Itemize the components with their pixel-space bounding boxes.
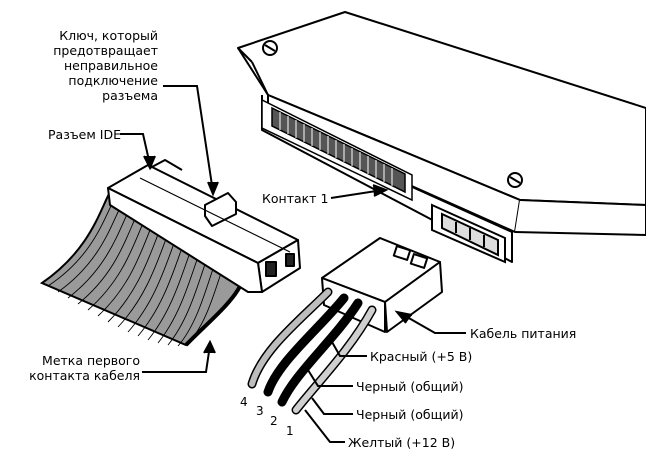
wire-number-3: 3 [256, 404, 264, 418]
wire-number-2: 2 [270, 414, 278, 428]
power-wires [247, 287, 377, 415]
drive-ide-header [261, 98, 413, 202]
key-label-line-1: Ключ, который [59, 28, 158, 43]
leader-lines [120, 85, 466, 443]
key-label-line-5: разъема [102, 88, 158, 103]
yellow-wire-label: Желтый (+12 В) [348, 435, 456, 450]
power-connector [321, 237, 443, 333]
wire-number-4: 4 [240, 395, 248, 409]
key-label-line-3: неправильное [64, 58, 158, 73]
key-label-line-4: подключение [68, 73, 158, 88]
drive-power-socket [431, 203, 506, 264]
ide-connector-label: Разъем IDE [48, 127, 121, 142]
ide-cable-connector [107, 159, 301, 293]
pin1-label: Контакт 1 [262, 191, 329, 206]
wire-number-1: 1 [286, 424, 294, 438]
key-label: Ключ, который предотвращает неправильное… [20, 28, 158, 103]
key-label-line-2: предотвращает [53, 43, 158, 58]
black-wire-2-label: Черный (общий) [356, 407, 464, 422]
stripe-label: Метка первого контакта кабеля [20, 353, 140, 383]
power-cable-label: Кабель питания [470, 326, 577, 341]
red-wire-label: Красный (+5 В) [370, 349, 473, 364]
stripe-label-line-2: контакта кабеля [29, 368, 140, 383]
stripe-label-line-1: Метка первого [42, 353, 140, 368]
black-wire-1-label: Черный (общий) [356, 379, 464, 394]
